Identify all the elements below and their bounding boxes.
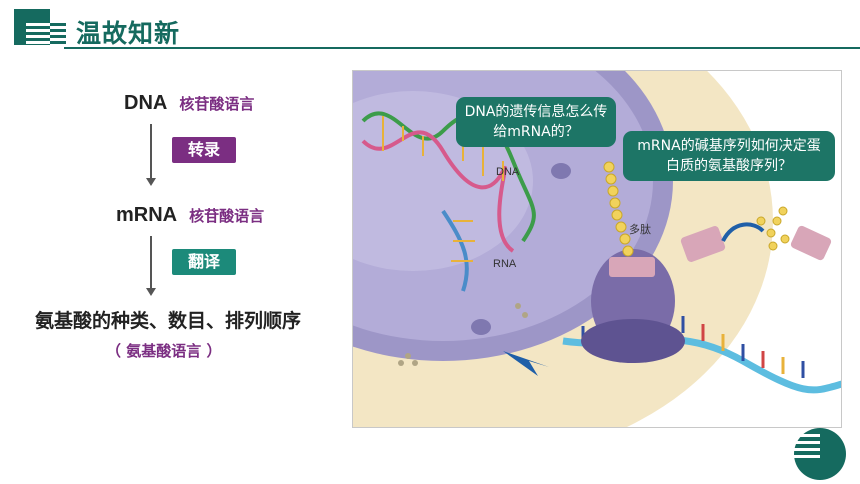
transcription-tag: 转录 xyxy=(172,137,236,163)
rna-label: RNA xyxy=(493,258,517,270)
page-title: 温故知新 xyxy=(76,19,181,48)
result-note: （ 氨基酸语言 ） xyxy=(106,342,222,360)
arrow-1-head xyxy=(146,178,156,186)
dna-label: DNA xyxy=(496,166,520,178)
header-stripes-icon xyxy=(14,9,66,45)
arrow-2 xyxy=(150,236,152,288)
mrna-note: 核苷酸语言 xyxy=(189,207,265,225)
mrna-row: mRNA 核苷酸语言 xyxy=(116,204,264,227)
dna-row: DNA 核苷酸语言 xyxy=(124,92,254,115)
peptide-label: 多肽 xyxy=(629,224,651,236)
mrna-term: mRNA xyxy=(116,204,178,226)
arrow-2-head xyxy=(146,288,156,296)
question-bubble-mrna: mRNA的碱基序列如何决定蛋白质的氨基酸序列？ xyxy=(623,131,835,181)
question-bubble-dna: DNA的遗传信息怎么传给mRNA的？ xyxy=(456,97,616,147)
arrow-1 xyxy=(150,124,152,178)
cell-illustration: DNA的遗传信息怎么传给mRNA的？ mRNA的碱基序列如何决定蛋白质的氨基酸序… xyxy=(352,70,842,428)
translation-tag: 翻译 xyxy=(172,249,236,275)
result-text: 氨基酸的种类、数目、排列顺序 xyxy=(35,310,302,332)
header-divider xyxy=(64,47,860,49)
corner-decoration-icon xyxy=(790,428,846,480)
dna-term: DNA xyxy=(124,92,168,114)
dna-note: 核苷酸语言 xyxy=(179,95,255,113)
